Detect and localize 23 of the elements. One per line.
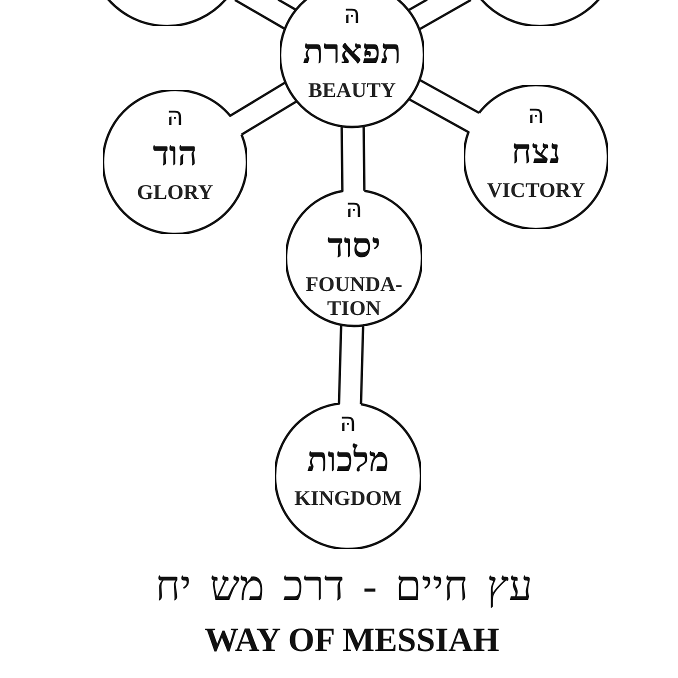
hebrew-letter: הּ	[340, 410, 356, 436]
hebrew-caption: עץ חיים - דרכ מש יח	[155, 566, 533, 608]
channel-connector	[340, 124, 366, 192]
english-name: BEAUTY	[308, 78, 396, 102]
channel-connector	[229, 81, 298, 136]
channel-connector	[338, 324, 364, 405]
hebrew-name: נצח	[512, 136, 560, 170]
hebrew-letter: הּ	[344, 2, 360, 28]
hebrew-name: הוד	[152, 138, 198, 172]
hebrew-letter: הּ	[346, 196, 362, 222]
hebrew-name: יסוד	[327, 230, 381, 264]
english-caption: WAY OF MESSIAH	[204, 624, 500, 658]
channel-connector	[234, 0, 298, 30]
hebrew-letter: הּ	[166, 104, 184, 130]
hebrew-name: תפארת	[302, 36, 402, 70]
english-name: GLORY	[136, 180, 214, 204]
hebrew-name: מלכות	[306, 444, 390, 478]
hebrew-letter: הּ	[528, 102, 544, 128]
english-name: VICTORY	[486, 178, 586, 202]
english-name: FOUNDA- TION	[304, 272, 404, 320]
channel-connector	[407, 0, 472, 31]
channel-connector	[408, 78, 480, 134]
english-name: KINGDOM	[294, 486, 402, 510]
